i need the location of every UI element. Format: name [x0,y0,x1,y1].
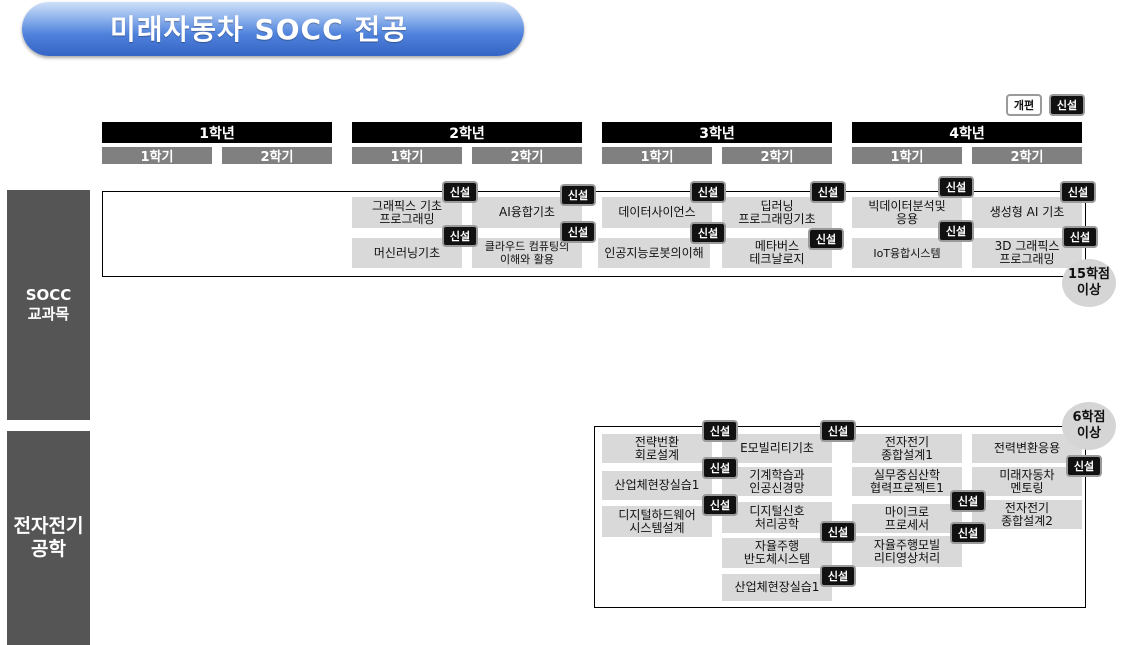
course-ee-capstone-2: 전자전기 종합설계2 [972,500,1082,529]
new-badge: 신설 [702,457,738,479]
page-title: 미래자동차 SOCC 전공 [110,13,408,46]
course-ee-capstone-1: 전자전기 종합설계1 [852,434,962,463]
course-autonomous-driving-semiconductor: 자율주행 반도체시스템 [722,538,832,568]
new-badge: 신설 [938,220,974,242]
legend-new-badge: 신설 [1049,94,1085,116]
course-digital-signal-processing: 디지털신호 처리공학 [722,502,832,533]
year-3-header: 3학년 [602,122,832,143]
new-badge: 신설 [950,490,986,512]
year-1-semester-2: 2학기 [222,147,332,165]
course-industry-internship-1-y3: 산업체현장실습1 [722,574,832,601]
course-microprocessor: 마이크로 프로세서 [852,504,962,533]
course-future-vehicle-mentoring: 미래자동차 멘토링 [972,467,1082,496]
new-badge: 신설 [442,225,478,247]
ee-credit-requirement: 6학점 이상 [1062,402,1116,450]
course-e-mobility-basic: E모빌리티기초 [722,434,832,463]
new-badge: 신설 [1062,226,1098,248]
new-badge: 신설 [702,420,738,442]
year-1-semester-1: 1학기 [102,147,212,165]
new-badge: 신설 [702,494,738,516]
course-ml-neural-networks: 기계학습과 인공신경망 [722,467,832,496]
new-badge: 신설 [820,521,856,543]
year-3-semester-1: 1학기 [602,147,712,165]
course-cloud-computing: 클라우드 컴퓨팅의 이해와 활용 [472,238,582,268]
new-badge: 신설 [810,181,846,203]
section-label-ee: 전자전기 공학 [7,431,90,645]
course-autonomous-mobility-image-processing: 자율주행모빌 리티영상처리 [852,536,962,567]
course-digital-hardware-system-design: 디지털하드웨어 시스템설계 [602,506,712,537]
year-2-semester-1: 1학기 [352,147,462,165]
new-badge: 신설 [808,228,844,250]
new-badge: 신설 [820,420,856,442]
new-badge: 신설 [1060,181,1096,203]
year-2-header: 2학년 [352,122,582,143]
year-2-semester-2: 2학기 [472,147,582,165]
section-label-socc: SOCC 교과목 [7,190,90,420]
new-badge: 신설 [950,522,986,544]
year-4-semester-1: 1학기 [852,147,962,165]
title-banner [22,2,524,56]
new-badge: 신설 [560,221,596,243]
year-4-semester-2: 2학기 [972,147,1082,165]
course-industry-internship-1: 산업체현장실습1 [602,471,712,500]
course-iot-convergence-system: IoT융합시스템 [852,238,962,268]
new-badge: 신설 [442,181,478,203]
year-3-semester-2: 2학기 [722,147,832,165]
legend-renovated-badge: 개편 [1006,94,1042,116]
year-4-header: 4학년 [852,122,1082,143]
year-1-header: 1학년 [102,122,332,143]
new-badge: 신설 [1066,455,1102,477]
new-badge: 신설 [690,222,726,244]
course-power-conversion-application: 전력변환응용 [972,434,1082,463]
course-power-conversion-circuit: 전략번환 회로설계 [602,434,712,463]
new-badge: 신설 [560,184,596,206]
new-badge: 신설 [938,176,974,198]
course-practical-industry-project-1: 실무중심산학 협력프로젝트1 [852,467,962,496]
socc-credit-requirement: 15학점 이상 [1062,259,1116,307]
new-badge: 신설 [690,181,726,203]
new-badge: 신설 [820,565,856,587]
course-graphics-basic-programming: 그래픽스 기초 프로그래밍 [352,197,462,228]
